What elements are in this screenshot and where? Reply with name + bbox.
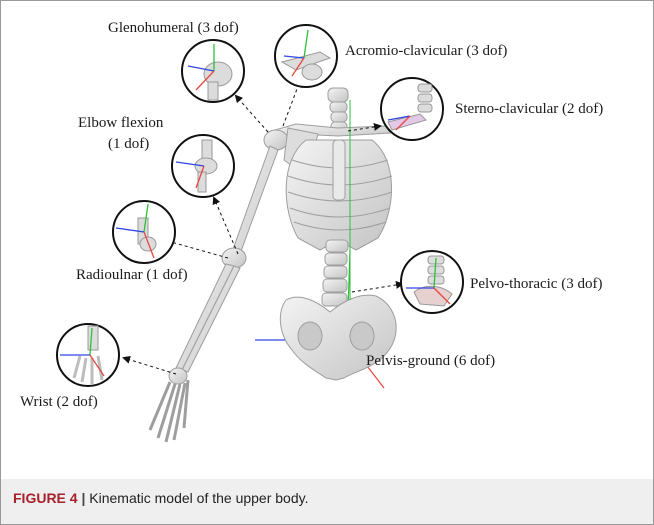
wrist-circle [57,324,119,386]
radioulnar-circle [113,201,175,263]
figure-caption: FIGURE 4 | Kinematic model of the upper … [13,490,308,506]
sterno-clavicular-circle [381,78,443,140]
acromio-clavicular-circle [275,25,337,87]
skeleton-diagram [0,0,654,470]
label-elbow-dof: (1 dof) [108,135,149,153]
caption-label: FIGURE 4 [13,490,78,506]
caption-separator: | [78,490,90,506]
label-radioulnar: Radioulnar (1 dof) [76,266,188,284]
caption-text: Kinematic model of the upper body. [89,490,308,506]
glenohumeral-circle [182,40,244,102]
pelvo-thoracic-circle [401,251,463,313]
label-pelvis-ground: Pelvis-ground (6 dof) [366,352,495,370]
label-wrist: Wrist (2 dof) [20,393,98,411]
elbow-circle [172,135,234,197]
label-acromio-clavicular: Acromio-clavicular (3 dof) [345,42,507,60]
caption-bar: FIGURE 4 | Kinematic model of the upper … [1,479,653,524]
label-sterno-clavicular: Sterno-clavicular (2 dof) [455,100,603,118]
label-elbow-flexion: Elbow flexion [78,114,163,132]
label-glenohumeral: Glenohumeral (3 dof) [108,19,239,37]
label-pelvo-thoracic: Pelvo-thoracic (3 dof) [470,275,602,293]
